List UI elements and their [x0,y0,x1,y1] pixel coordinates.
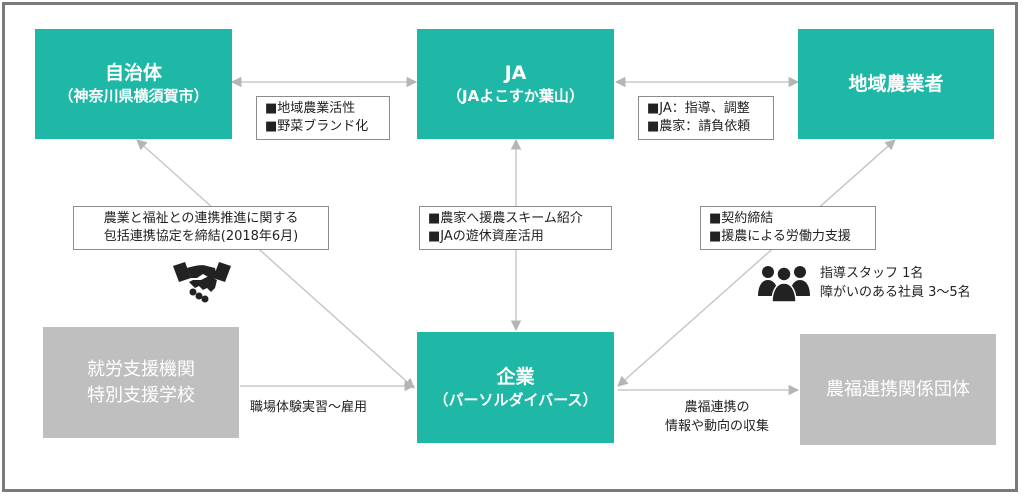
entity-support-orgs: 就労支援機関 特別支援学校 [43,327,239,438]
arrow-farmers-company [617,139,896,387]
note-line: ■契約締結 [709,211,774,226]
note-line: ■野菜ブランド化 [265,119,369,134]
entity-company-name: 企業 [496,365,535,388]
entity-agri-welfare-group: 農福連携関係団体 [800,334,996,445]
entity-agri-welfare-group-name: 農福連携関係団体 [826,378,970,400]
note-line: ■援農による労働力支援 [709,229,851,244]
staff-line: 障がいのある社員 3〜5名 [820,285,971,300]
entity-municipality-name: 自治体 [104,62,162,84]
note-farmers-company: ■契約締結 ■援農による労働力支援 [700,206,876,250]
note-ja-farmers: ■JA：指導、調整 ■農家：請負依頼 [638,96,774,140]
entity-ja-name: JA [504,62,527,84]
handshake-icon [173,262,231,303]
note-muni-ja: ■地域農業活性 ■野菜ブランド化 [256,96,390,140]
group-flow-line: 情報や動向の収集 [664,419,769,434]
group-flow-label: 農福連携の 情報や動向の収集 [662,398,772,436]
entity-municipality: 自治体 （神奈川県横須賀市） [35,29,232,139]
entity-support-orgs-line2: 特別支援学校 [87,384,195,406]
note-line: ■JAの遊休資産活用 [428,229,544,244]
staff-label: 指導スタッフ 1名 障がいのある社員 3〜5名 [820,264,971,302]
note-line: ■JA：指導、調整 [647,101,750,116]
note-line: 包括連携協定を締結(2018年6月) [103,229,299,244]
group-flow-line: 農福連携の [684,400,750,415]
entity-farmers-name: 地域農業者 [848,73,944,95]
entity-company: 企業 （パーソルダイバース） [417,332,614,443]
support-flow-label: 職場体験実習〜雇用 [250,400,368,415]
arrow-muni-company [136,139,415,389]
note-ja-company: ■農家へ援農スキーム紹介 ■JAの遊休資産活用 [419,206,612,250]
entity-company-detail: （パーソルダイバース） [433,390,598,409]
entity-ja-detail: （JAよこすか葉山） [447,87,584,105]
note-line: ■農家：請負依頼 [647,119,751,134]
note-muni-company: 農業と福祉との連携推進に関する 包括連携協定を締結(2018年6月) [73,206,329,250]
entity-ja: JA （JAよこすか葉山） [417,29,614,139]
note-line: ■地域農業活性 [265,101,356,116]
note-line: 農業と福祉との連携推進に関する [103,211,299,226]
people-group-icon [758,266,810,302]
note-line: ■農家へ援農スキーム紹介 [428,211,583,226]
entity-municipality-detail: （神奈川県横須賀市） [58,87,209,105]
entity-farmers: 地域農業者 [798,29,994,139]
entity-support-orgs-line1: 就労支援機関 [87,358,195,380]
staff-line: 指導スタッフ 1名 [820,266,924,281]
